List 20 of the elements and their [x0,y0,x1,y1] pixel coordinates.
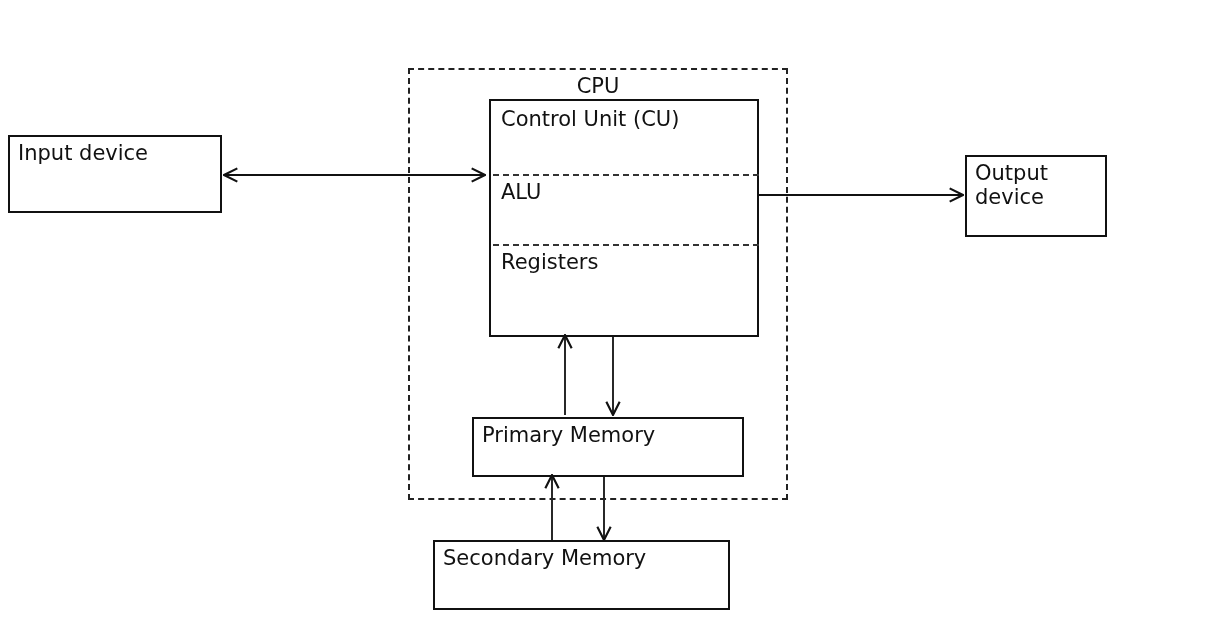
label: Control Unit (CU) [500,106,681,133]
arrow [544,473,560,541]
input-device-box [8,135,222,213]
cpu-container [408,68,788,500]
arrow [605,334,621,417]
label: Input device [17,140,150,167]
label: ALU [500,179,543,206]
label: Primary Memory [481,422,657,449]
arrow [596,474,612,542]
primary-memory-box [472,417,744,477]
heading: CPU [575,73,621,100]
arrow [222,167,487,183]
label: Registers [500,249,600,276]
output-device-box [965,155,1107,237]
arrow [557,333,573,416]
label: Secondary Memory [442,545,648,572]
label: Output device [974,160,1049,212]
arrow [758,187,965,203]
cpu-box [489,99,759,337]
secondary-memory-box [433,540,730,610]
